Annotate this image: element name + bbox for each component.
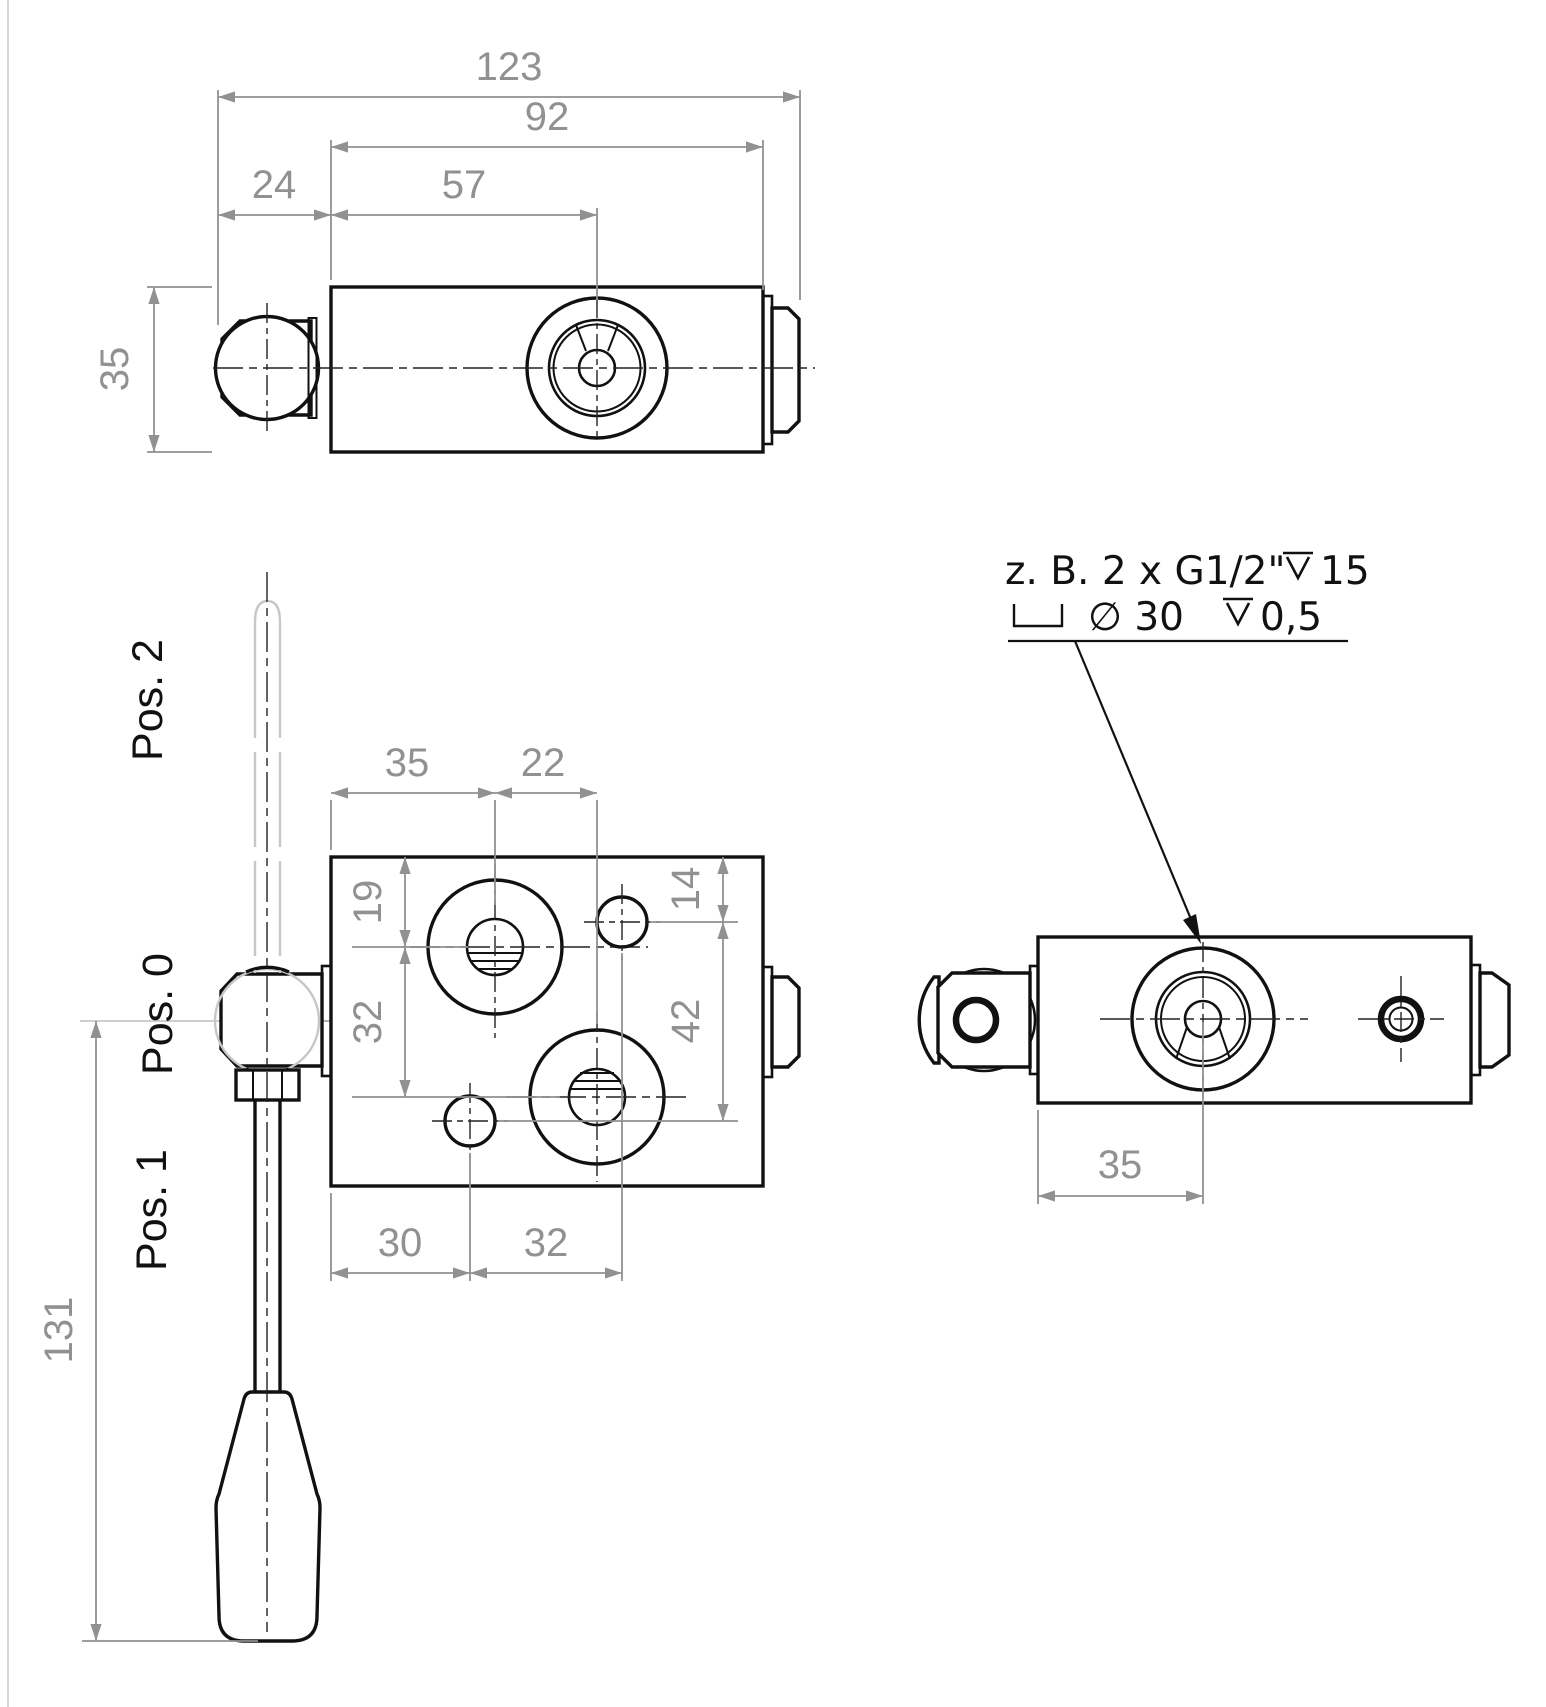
end-plug-side xyxy=(1478,971,1511,1069)
bracket-hole xyxy=(952,996,1000,1044)
ball-end-cap xyxy=(917,975,941,1065)
dimension-label: 30 xyxy=(378,1221,423,1265)
dimension-label: 32 xyxy=(346,1000,390,1045)
end-plug-front xyxy=(770,975,801,1069)
dimension-label: 42 xyxy=(664,999,708,1044)
port-annotation: z. B. 2 x G1/2" 15 ∅ 30 0,5 xyxy=(1005,549,1370,944)
dimension-label: 35 xyxy=(385,741,430,785)
front-view-dimensions: 35 22 19 32 14 42 30 32 131 xyxy=(37,741,738,1642)
lever-bracket-side xyxy=(936,971,1032,1069)
label-pos-0: Pos. 0 xyxy=(134,953,182,1075)
dimension-label: 123 xyxy=(476,45,543,89)
valve-body-side xyxy=(1036,935,1473,1105)
label-pos-1: Pos. 1 xyxy=(128,1149,176,1271)
lever-grip xyxy=(214,1390,322,1643)
dimension-label: 57 xyxy=(442,163,487,207)
annotation-line1-depth: 15 xyxy=(1320,549,1370,594)
leader-arrow-icon xyxy=(1183,914,1201,944)
label-pos-2: Pos. 2 xyxy=(124,639,172,761)
lever-pos1 xyxy=(214,1100,322,1643)
top-view: 123 92 24 57 35 xyxy=(93,45,815,454)
counterbore-icon xyxy=(1012,604,1064,628)
valve-body-top xyxy=(329,285,765,454)
dimension-label: 35 xyxy=(93,347,137,392)
mounting-hole-bottom xyxy=(432,1083,508,1159)
depth-symbol-icon xyxy=(1223,597,1253,627)
annotation-line1: z. B. 2 x G1/2" xyxy=(1005,549,1285,594)
dimension-label: 92 xyxy=(525,95,570,139)
front-view: 35 22 19 32 14 42 30 32 131 xyxy=(37,572,801,1643)
side-view-dimensions: 35 xyxy=(1037,1022,1204,1204)
side-view: 35 z. B. 2 x G1/2" 15 ∅ 30 0,5 xyxy=(917,549,1511,1204)
dimension-label: 131 xyxy=(37,1297,81,1364)
dimension-label: 14 xyxy=(664,867,708,912)
top-view-dimensions: 123 92 24 57 35 xyxy=(93,45,801,453)
annotation-line2-depth: 0,5 xyxy=(1260,595,1322,640)
dimension-label: 35 xyxy=(1098,1143,1143,1187)
dimension-label: 24 xyxy=(252,163,297,207)
leader-line xyxy=(1073,640,1200,937)
lever-socket xyxy=(219,972,324,1068)
annotation-line2-diameter: ∅ 30 xyxy=(1088,595,1184,640)
depth-symbol-icon xyxy=(1283,551,1313,581)
dimension-label: 19 xyxy=(346,880,390,925)
end-plug-top xyxy=(770,306,801,434)
dimension-label: 32 xyxy=(524,1221,569,1265)
dimension-label: 22 xyxy=(521,741,566,785)
socket-lip-top xyxy=(245,965,290,974)
port-side-right xyxy=(1358,976,1444,1062)
